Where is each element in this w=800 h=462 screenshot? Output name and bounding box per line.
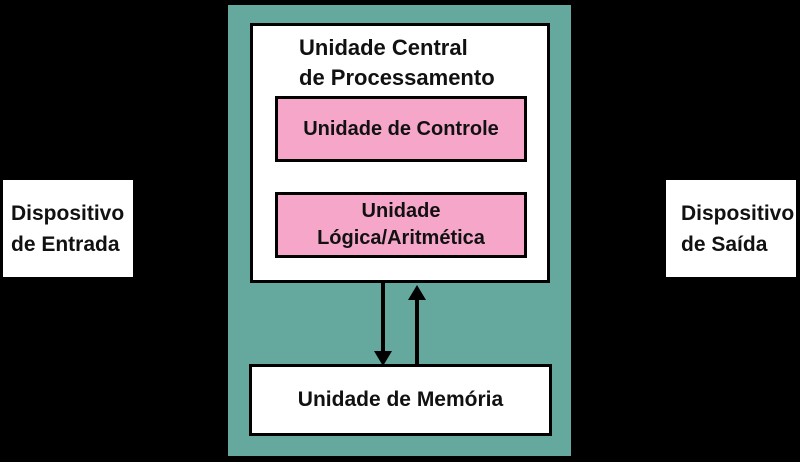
input-device-box: Dispositivo de Entrada — [3, 180, 133, 277]
cpu-title: Unidade Central de Processamento — [253, 26, 547, 93]
cpu-title-line2: de Processamento — [299, 65, 495, 90]
control-unit-box: Unidade de Controle — [275, 96, 527, 162]
output-device-line2: de Saída — [681, 232, 768, 256]
output-device-box: Dispositivo de Saída — [666, 180, 796, 277]
cpu-box: Unidade Central de Processamento Unidade… — [250, 23, 550, 283]
alu-label-line2: Lógica/Aritmética — [317, 227, 485, 249]
memory-box: Unidade de Memória — [249, 364, 552, 436]
alu-label-line1: Unidade — [361, 200, 441, 222]
alu-box: Unidade Lógica/Aritmética — [275, 192, 527, 258]
control-unit-label: Unidade de Controle — [303, 117, 499, 140]
input-device-line1: Dispositivo — [11, 201, 125, 225]
cpu-title-line1: Unidade Central — [299, 35, 468, 60]
memory-label: Unidade de Memória — [297, 388, 504, 411]
input-device-line2: de Entrada — [11, 232, 120, 256]
output-device-line1: Dispositivo — [681, 201, 795, 225]
